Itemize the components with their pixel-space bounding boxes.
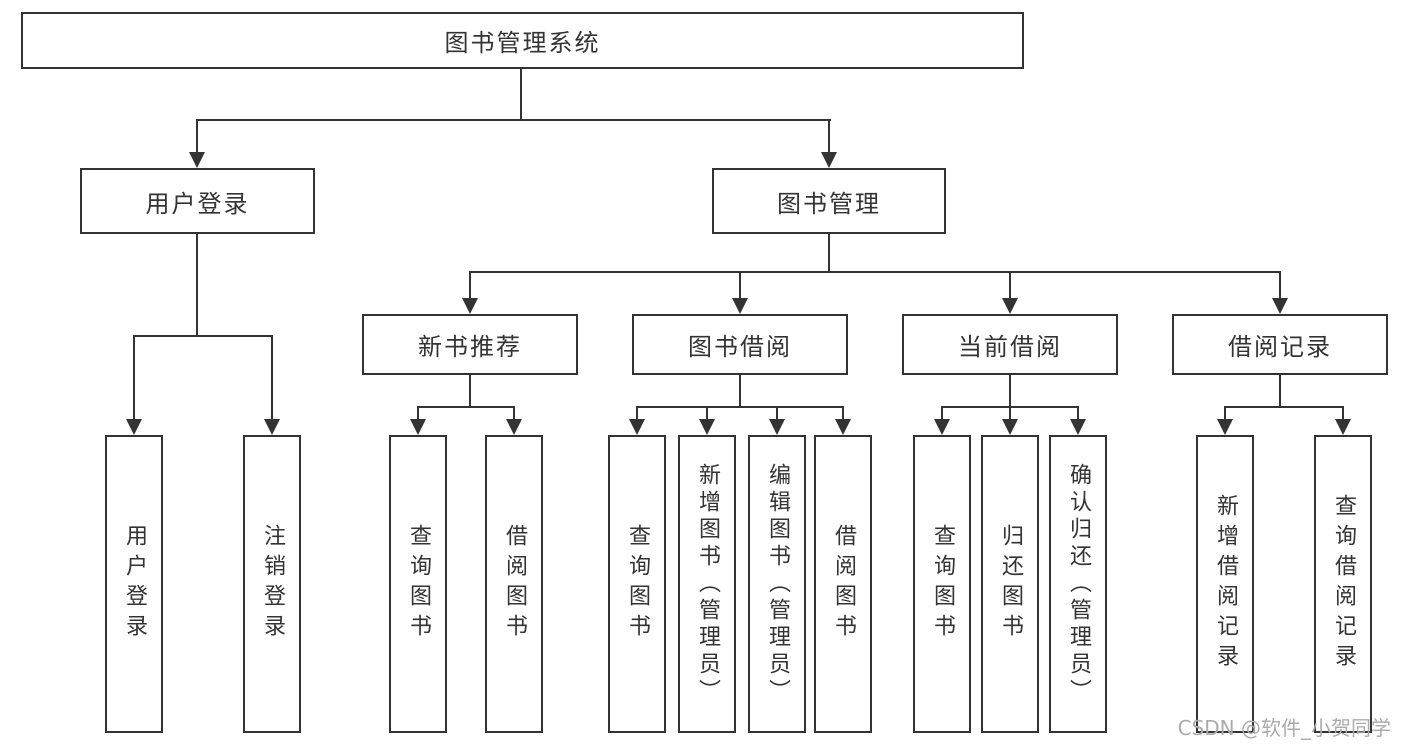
connector-line [469, 271, 471, 301]
node-leaf-return-books: 归还图书 [981, 435, 1039, 733]
connector-line [828, 119, 830, 155]
leaf-label: 新增图书（管理员） [695, 462, 720, 706]
arrow-down-icon [1335, 419, 1351, 435]
csdn-watermark: CSDN @软件_小贺同学 [1177, 716, 1391, 740]
node-leaf-add-borrow-record: 新增借阅记录 [1196, 435, 1254, 733]
connector-line [739, 375, 741, 408]
node-book-borrowing-label: 图书借阅 [688, 333, 792, 361]
node-leaf-query-books-recommend: 查询图书 [389, 435, 447, 733]
connector-line [1077, 406, 1079, 422]
connector-line [1224, 406, 1344, 408]
node-new-book-recommend-label: 新书推荐 [418, 333, 522, 361]
node-leaf-query-books-borrowing: 查询图书 [608, 435, 666, 733]
arrow-down-icon [835, 419, 851, 435]
node-leaf-query-books-current: 查询图书 [913, 435, 971, 733]
node-leaf-edit-books-admin: 编辑图书（管理员） [748, 435, 806, 733]
node-book-borrowing: 图书借阅 [632, 314, 848, 375]
node-borrowing-records-label: 借阅记录 [1228, 333, 1332, 361]
arrow-down-icon [821, 152, 837, 168]
node-book-management-branch-label: 图书管理 [777, 189, 881, 218]
leaf-label: 查询图书 [930, 524, 955, 644]
connector-line [1279, 271, 1281, 301]
arrow-down-icon [1217, 419, 1233, 435]
node-book-management-branch: 图书管理 [712, 168, 946, 234]
arrow-down-icon [934, 419, 950, 435]
leaf-label: 用户登录 [122, 524, 147, 644]
connector-line [196, 234, 198, 337]
node-current-borrowing-label: 当前借阅 [958, 333, 1062, 361]
node-new-book-recommend: 新书推荐 [362, 314, 578, 375]
leaf-label: 确认归还（管理员） [1066, 462, 1091, 706]
connector-line [636, 406, 844, 408]
node-leaf-user-login: 用户登录 [105, 435, 163, 733]
arrow-down-icon [126, 419, 142, 435]
connector-line [941, 406, 943, 422]
arrow-down-icon [462, 298, 478, 314]
node-user-login-branch: 用户登录 [80, 168, 315, 234]
connector-line [1009, 406, 1011, 422]
connector-line [776, 406, 778, 422]
connector-line [828, 234, 830, 273]
connector-line [133, 335, 273, 337]
connector-line [739, 271, 741, 301]
connector-line [417, 406, 419, 422]
connector-line [469, 375, 471, 408]
connector-line [196, 119, 831, 121]
node-leaf-confirm-return-admin: 确认归还（管理员） [1049, 435, 1107, 733]
connector-line [1009, 271, 1011, 301]
connector-line [1342, 406, 1344, 422]
node-root-library-system: 图书管理系统 [21, 12, 1024, 69]
leaf-label: 查询图书 [625, 524, 650, 644]
connector-line [706, 406, 708, 422]
leaf-label: 借阅图书 [831, 524, 856, 644]
node-borrowing-records: 借阅记录 [1172, 314, 1388, 375]
arrow-down-icon [1070, 419, 1086, 435]
node-leaf-borrow-books-recommend: 借阅图书 [485, 435, 543, 733]
arrow-down-icon [1002, 419, 1018, 435]
connector-line [469, 271, 1281, 273]
leaf-label: 注销登录 [260, 524, 285, 644]
node-root-label: 图书管理系统 [444, 29, 601, 57]
arrow-down-icon [732, 298, 748, 314]
connector-line [133, 335, 135, 421]
node-leaf-borrow-books: 借阅图书 [814, 435, 872, 733]
connector-line [1279, 375, 1281, 408]
arrow-down-icon [506, 419, 522, 435]
arrow-down-icon [264, 419, 280, 435]
connector-line [842, 406, 844, 422]
connector-line [196, 119, 198, 155]
leaf-label: 查询借阅记录 [1331, 494, 1356, 674]
leaf-label: 归还图书 [998, 524, 1023, 644]
connector-line [513, 406, 515, 422]
arrow-down-icon [1272, 298, 1288, 314]
node-leaf-add-books-admin: 新增图书（管理员） [678, 435, 736, 733]
connector-line [520, 69, 522, 121]
node-leaf-logout: 注销登录 [243, 435, 301, 733]
arrow-down-icon [769, 419, 785, 435]
node-current-borrowing: 当前借阅 [902, 314, 1118, 375]
connector-line [1224, 406, 1226, 422]
node-user-login-branch-label: 用户登录 [145, 189, 250, 218]
arrow-down-icon [410, 419, 426, 435]
leaf-label: 编辑图书（管理员） [765, 462, 790, 706]
leaf-label: 新增借阅记录 [1213, 494, 1238, 674]
connector-line [1009, 375, 1011, 408]
connector-line [271, 335, 273, 421]
connector-line [417, 406, 515, 408]
arrow-down-icon [189, 152, 205, 168]
arrow-down-icon [699, 419, 715, 435]
connector-line [636, 406, 638, 422]
leaf-label: 查询图书 [406, 524, 431, 644]
arrow-down-icon [1002, 298, 1018, 314]
node-leaf-query-borrow-record: 查询借阅记录 [1314, 435, 1372, 733]
arrow-down-icon [629, 419, 645, 435]
leaf-label: 借阅图书 [502, 524, 527, 644]
